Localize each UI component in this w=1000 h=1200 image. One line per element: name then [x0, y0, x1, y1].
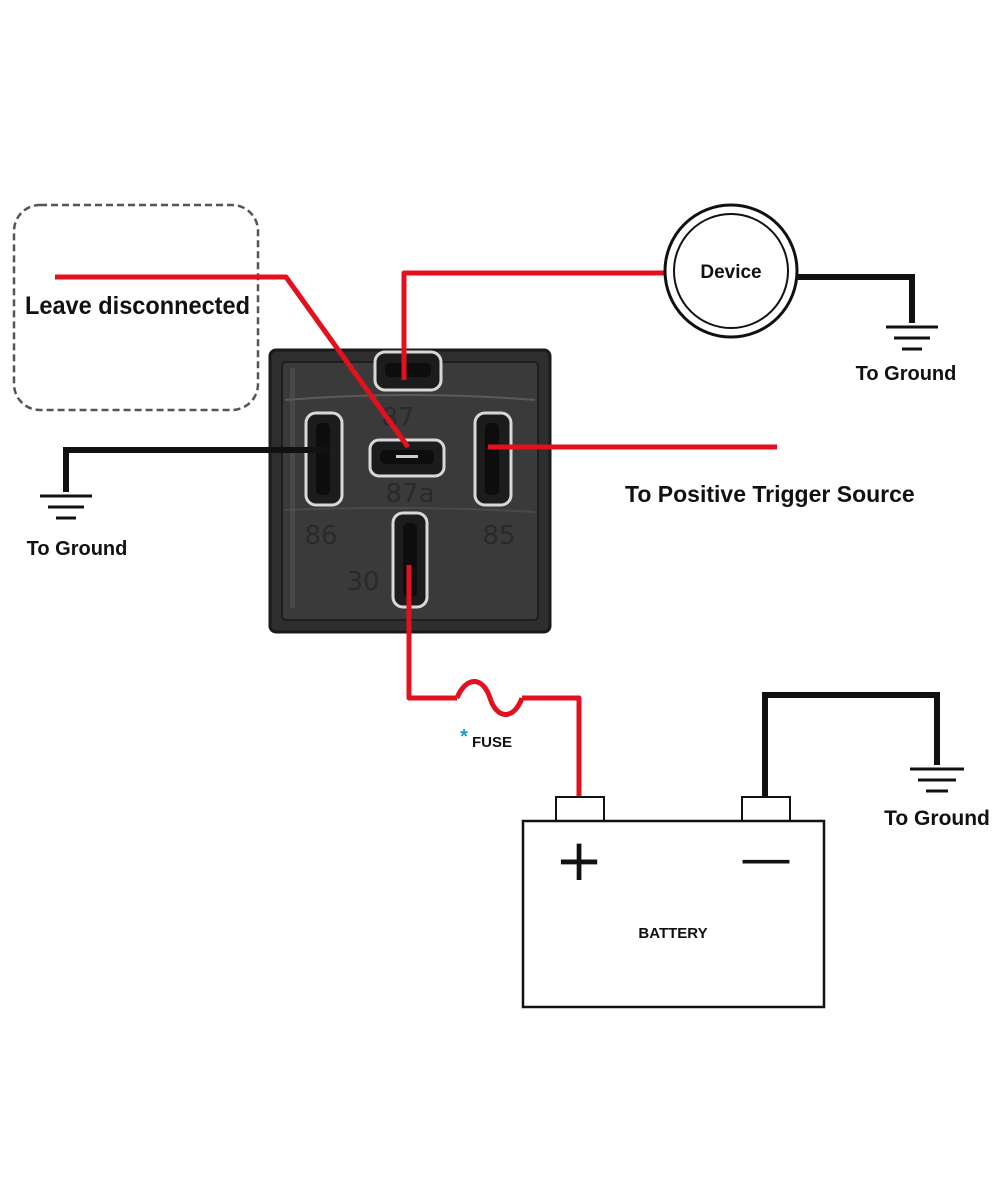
leave-disconnected-box	[12, 203, 260, 412]
pin-87a-label: 87a	[385, 479, 434, 509]
battery-body	[521, 819, 826, 1009]
positive-wires	[55, 270, 777, 797]
wire-86-to-ground	[63, 447, 330, 492]
battery-positive-terminal	[555, 796, 605, 822]
to-ground-relay-label: To Ground	[27, 538, 128, 560]
wire-30-to-fuse	[406, 565, 457, 701]
wire-87-to-device	[401, 270, 666, 380]
to-ground-device-label: To Ground	[856, 363, 957, 385]
device-label: Device	[700, 262, 761, 283]
ground-symbol-battery	[910, 767, 964, 793]
ground-symbol-relay	[40, 494, 92, 520]
battery-label: BATTERY	[638, 925, 707, 942]
battery: + — BATTERY	[521, 796, 826, 1009]
positive-trigger-label: To Positive Trigger Source	[625, 481, 915, 507]
battery-negative-terminal	[741, 796, 791, 822]
battery-plus-sign: +	[555, 826, 604, 894]
ground-symbol-device	[886, 325, 938, 351]
fuse-asterisk: *	[460, 726, 468, 748]
to-ground-battery-label: To Ground	[884, 807, 990, 830]
pin-85-label: 85	[482, 521, 515, 551]
fuse-label: FUSE	[472, 734, 512, 751]
wire-device-to-ground	[797, 274, 915, 323]
leave-disconnected-label: Leave disconnected	[25, 292, 250, 320]
wire-fuse-to-battery	[522, 695, 582, 797]
wire-87a-disconnected	[55, 274, 411, 449]
pin-30-label: 30	[346, 567, 379, 597]
wire-battery-to-ground	[762, 692, 940, 797]
ground-wires	[63, 274, 940, 797]
fuse-symbol	[454, 679, 525, 717]
device: Device	[663, 203, 799, 339]
battery-minus-sign: —	[740, 829, 792, 889]
pin-86-label: 86	[304, 521, 337, 551]
